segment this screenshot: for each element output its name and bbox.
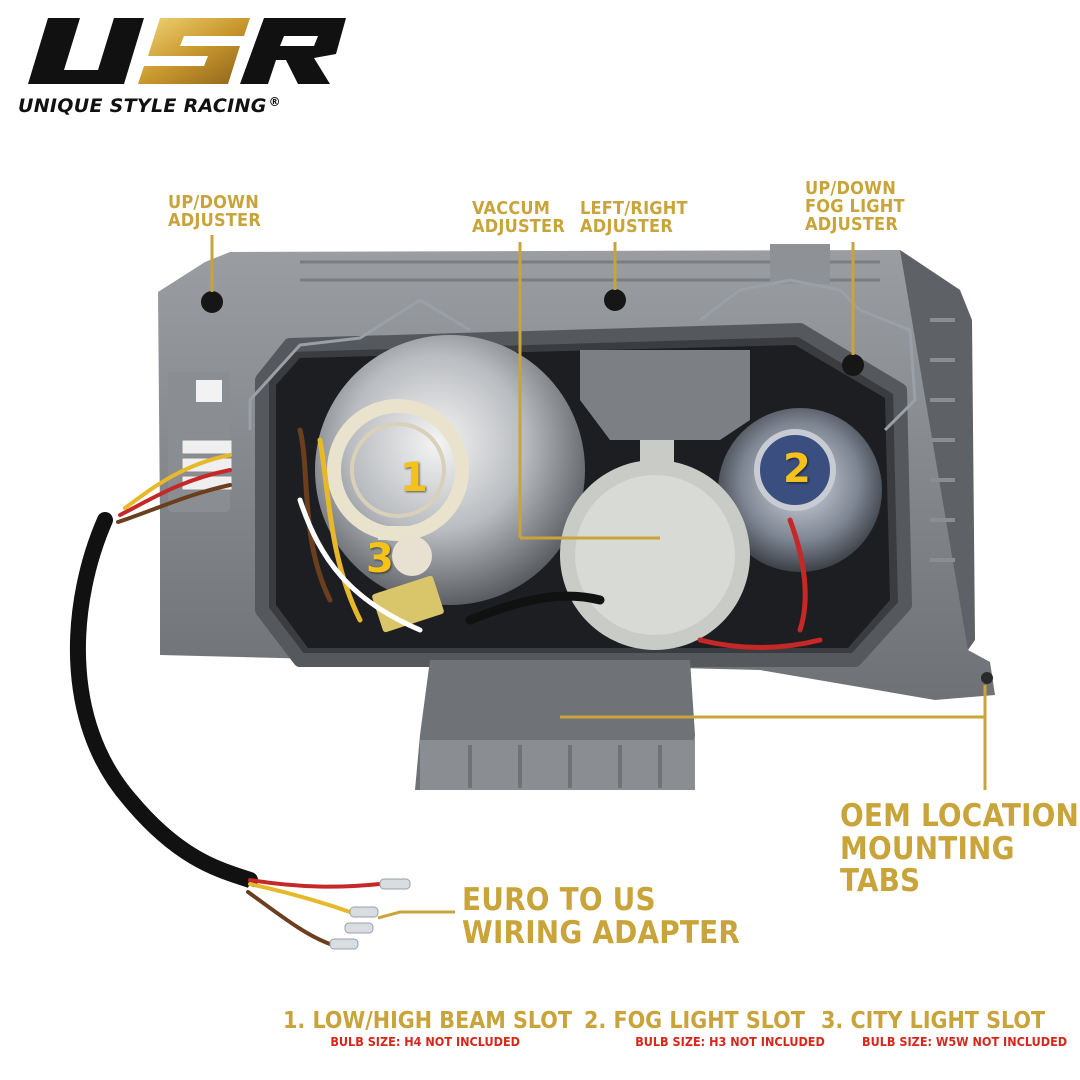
slot-3-bulb-size: BULB SIZE: W5W NOT INCLUDED xyxy=(862,1034,1068,1049)
wiring-adapter-label: EURO TO US WIRING ADAPTER xyxy=(462,882,741,951)
mounting-tab-bolt xyxy=(981,672,993,684)
wiring-harness-cable xyxy=(69,453,382,946)
updown-adjuster-label: UP/DOWN ADJUSTER xyxy=(168,192,261,231)
leftright-adjuster-label: LEFT/RIGHT ADJUSTER xyxy=(580,198,688,237)
updown-adjuster-knob xyxy=(201,291,223,313)
vaccum-adjuster-label: VACCUM ADJUSTER xyxy=(472,198,565,237)
slot-legend-2: 2. FOG LIGHT SLOT BULB SIZE: H3 NOT INCL… xyxy=(584,1008,825,1049)
dust-cap xyxy=(560,440,750,650)
leftright-adjuster-knob xyxy=(604,289,626,311)
city-light-socket xyxy=(392,536,432,576)
wire-terminals xyxy=(329,878,411,950)
marker-3: 3 xyxy=(366,536,394,582)
mounting-tabs-label: OEM LOCATION MOUNTING TABS xyxy=(840,798,1080,900)
brand-tagline: UNIQUE STYLE RACING xyxy=(18,95,267,117)
slot-legend-1: 1. LOW/HIGH BEAM SLOT BULB SIZE: H4 NOT … xyxy=(283,1008,572,1049)
registered-mark-icon: ® xyxy=(268,95,281,109)
slot-2-bulb-size: BULB SIZE: H3 NOT INCLUDED xyxy=(635,1034,825,1049)
marker-1: 1 xyxy=(400,455,428,501)
slot-legend-3: 3. CITY LIGHT SLOT BULB SIZE: W5W NOT IN… xyxy=(821,1008,1068,1049)
bottom-mounting-tab xyxy=(415,660,695,790)
slot-1-bulb-size: BULB SIZE: H4 NOT INCLUDED xyxy=(330,1034,520,1049)
fog-adjuster-label: UP/DOWN FOG LIGHT ADJUSTER xyxy=(805,178,905,235)
yellow-connector xyxy=(372,575,444,633)
marker-2: 2 xyxy=(783,446,811,492)
usr-logo-graphic xyxy=(28,18,346,84)
brand-logo xyxy=(18,14,358,94)
low-high-beam-reflector xyxy=(315,335,585,605)
callout-leaders xyxy=(210,235,987,920)
fog-adjuster-knob xyxy=(842,354,864,376)
